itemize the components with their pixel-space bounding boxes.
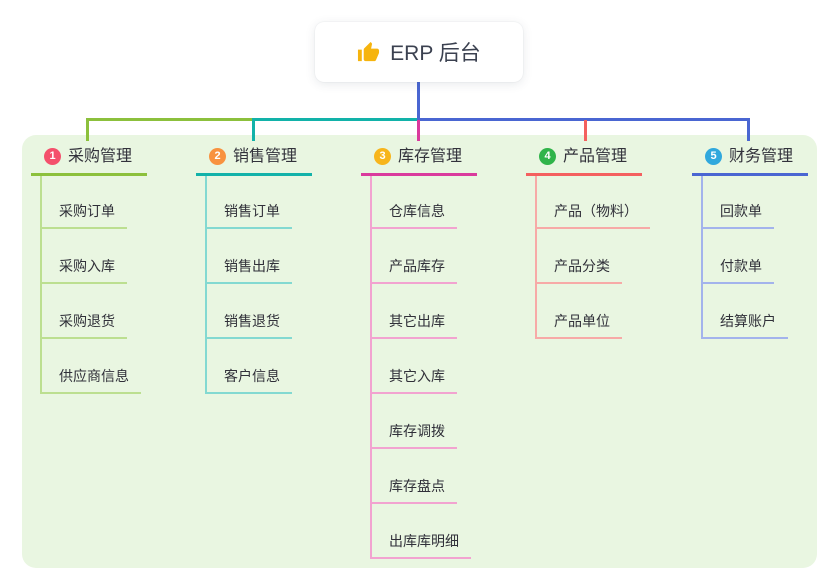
child-row: 库存盘点 (372, 449, 477, 504)
thumbs-up-icon (358, 41, 380, 61)
child-node[interactable]: 其它出库 (372, 311, 457, 339)
child-node[interactable]: 采购入库 (42, 256, 127, 284)
child-row: 供应商信息 (42, 339, 147, 394)
connector-bus-segment (86, 118, 252, 121)
child-node[interactable]: 出库库明细 (372, 531, 471, 559)
child-node[interactable]: 客户信息 (207, 366, 292, 394)
connector-branch-drop (417, 120, 420, 141)
child-node[interactable]: 采购订单 (42, 201, 127, 229)
child-node[interactable]: 库存盘点 (372, 476, 457, 504)
connector-branch-drop (747, 120, 750, 141)
branch-number-badge: 1 (44, 148, 61, 165)
branch-number-badge: 4 (539, 148, 556, 165)
child-node[interactable]: 产品库存 (372, 256, 457, 284)
connector-branch-drop (86, 120, 89, 141)
branch-children: 回款单付款单结算账户 (701, 176, 808, 339)
connector-bus-segment (252, 118, 418, 121)
child-node[interactable]: 库存调拨 (372, 421, 457, 449)
child-node[interactable]: 产品单位 (537, 311, 622, 339)
branch-header[interactable]: 1 采购管理 (31, 146, 147, 176)
child-row: 库存调拨 (372, 394, 477, 449)
branch-1: 1 采购管理采购订单采购入库采购退货供应商信息 (31, 146, 147, 394)
branch-2: 2 销售管理销售订单销售出库销售退货客户信息 (196, 146, 312, 394)
child-row: 其它出库 (372, 284, 477, 339)
child-row: 出库库明细 (372, 504, 477, 559)
branch-children: 仓库信息产品库存其它出库其它入库库存调拨库存盘点出库库明细 (370, 176, 477, 559)
child-node[interactable]: 采购退货 (42, 311, 127, 339)
canvas-panel (22, 135, 817, 568)
child-node[interactable]: 付款单 (703, 256, 774, 284)
branch-3: 3 库存管理仓库信息产品库存其它出库其它入库库存调拨库存盘点出库库明细 (361, 146, 477, 559)
child-row: 销售退货 (207, 284, 312, 339)
connector-branch-drop (584, 120, 587, 141)
child-node[interactable]: 供应商信息 (42, 366, 141, 394)
child-row: 采购退货 (42, 284, 147, 339)
child-row: 仓库信息 (372, 176, 477, 229)
connector-bus-segment (417, 118, 750, 121)
child-node[interactable]: 回款单 (703, 201, 774, 229)
child-row: 其它入库 (372, 339, 477, 394)
child-node[interactable]: 销售订单 (207, 201, 292, 229)
child-row: 销售订单 (207, 176, 312, 229)
branch-title: 采购管理 (68, 148, 133, 165)
child-row: 采购订单 (42, 176, 147, 229)
child-node[interactable]: 产品（物料） (537, 201, 650, 229)
branch-header[interactable]: 5 财务管理 (692, 146, 808, 176)
child-row: 产品库存 (372, 229, 477, 284)
connector-branch-drop (252, 120, 255, 141)
connector-root-stem (417, 82, 420, 118)
child-row: 销售出库 (207, 229, 312, 284)
branch-children: 产品（物料） 产品分类产品单位 (535, 176, 650, 339)
child-node[interactable]: 销售退货 (207, 311, 292, 339)
branch-title: 库存管理 (398, 148, 463, 165)
root-node-erp[interactable]: ERP 后台 (315, 22, 523, 82)
child-row: 回款单 (703, 176, 808, 229)
child-row: 产品分类 (537, 229, 650, 284)
child-row: 结算账户 (703, 284, 808, 339)
branch-title: 产品管理 (563, 148, 628, 165)
child-row: 付款单 (703, 229, 808, 284)
child-node[interactable]: 仓库信息 (372, 201, 457, 229)
branch-5: 5 财务管理回款单付款单结算账户 (692, 146, 808, 339)
root-node-label: ERP 后台 (390, 42, 481, 65)
child-node[interactable]: 结算账户 (703, 311, 788, 339)
branch-number-badge: 5 (705, 148, 722, 165)
branch-number-badge: 2 (209, 148, 226, 165)
branch-header[interactable]: 3 库存管理 (361, 146, 477, 176)
child-row: 客户信息 (207, 339, 312, 394)
branch-children: 采购订单采购入库采购退货供应商信息 (40, 176, 147, 394)
child-node[interactable]: 销售出库 (207, 256, 292, 284)
branch-title: 销售管理 (233, 148, 298, 165)
child-row: 产品单位 (537, 284, 650, 339)
branch-4: 4 产品管理产品（物料） 产品分类产品单位 (526, 146, 650, 339)
child-row: 采购入库 (42, 229, 147, 284)
child-node[interactable]: 其它入库 (372, 366, 457, 394)
branch-number-badge: 3 (374, 148, 391, 165)
branch-title: 财务管理 (729, 148, 794, 165)
branch-header[interactable]: 4 产品管理 (526, 146, 642, 176)
branch-children: 销售订单销售出库销售退货客户信息 (205, 176, 312, 394)
child-row: 产品（物料） (537, 176, 650, 229)
branch-header[interactable]: 2 销售管理 (196, 146, 312, 176)
child-node[interactable]: 产品分类 (537, 256, 622, 284)
